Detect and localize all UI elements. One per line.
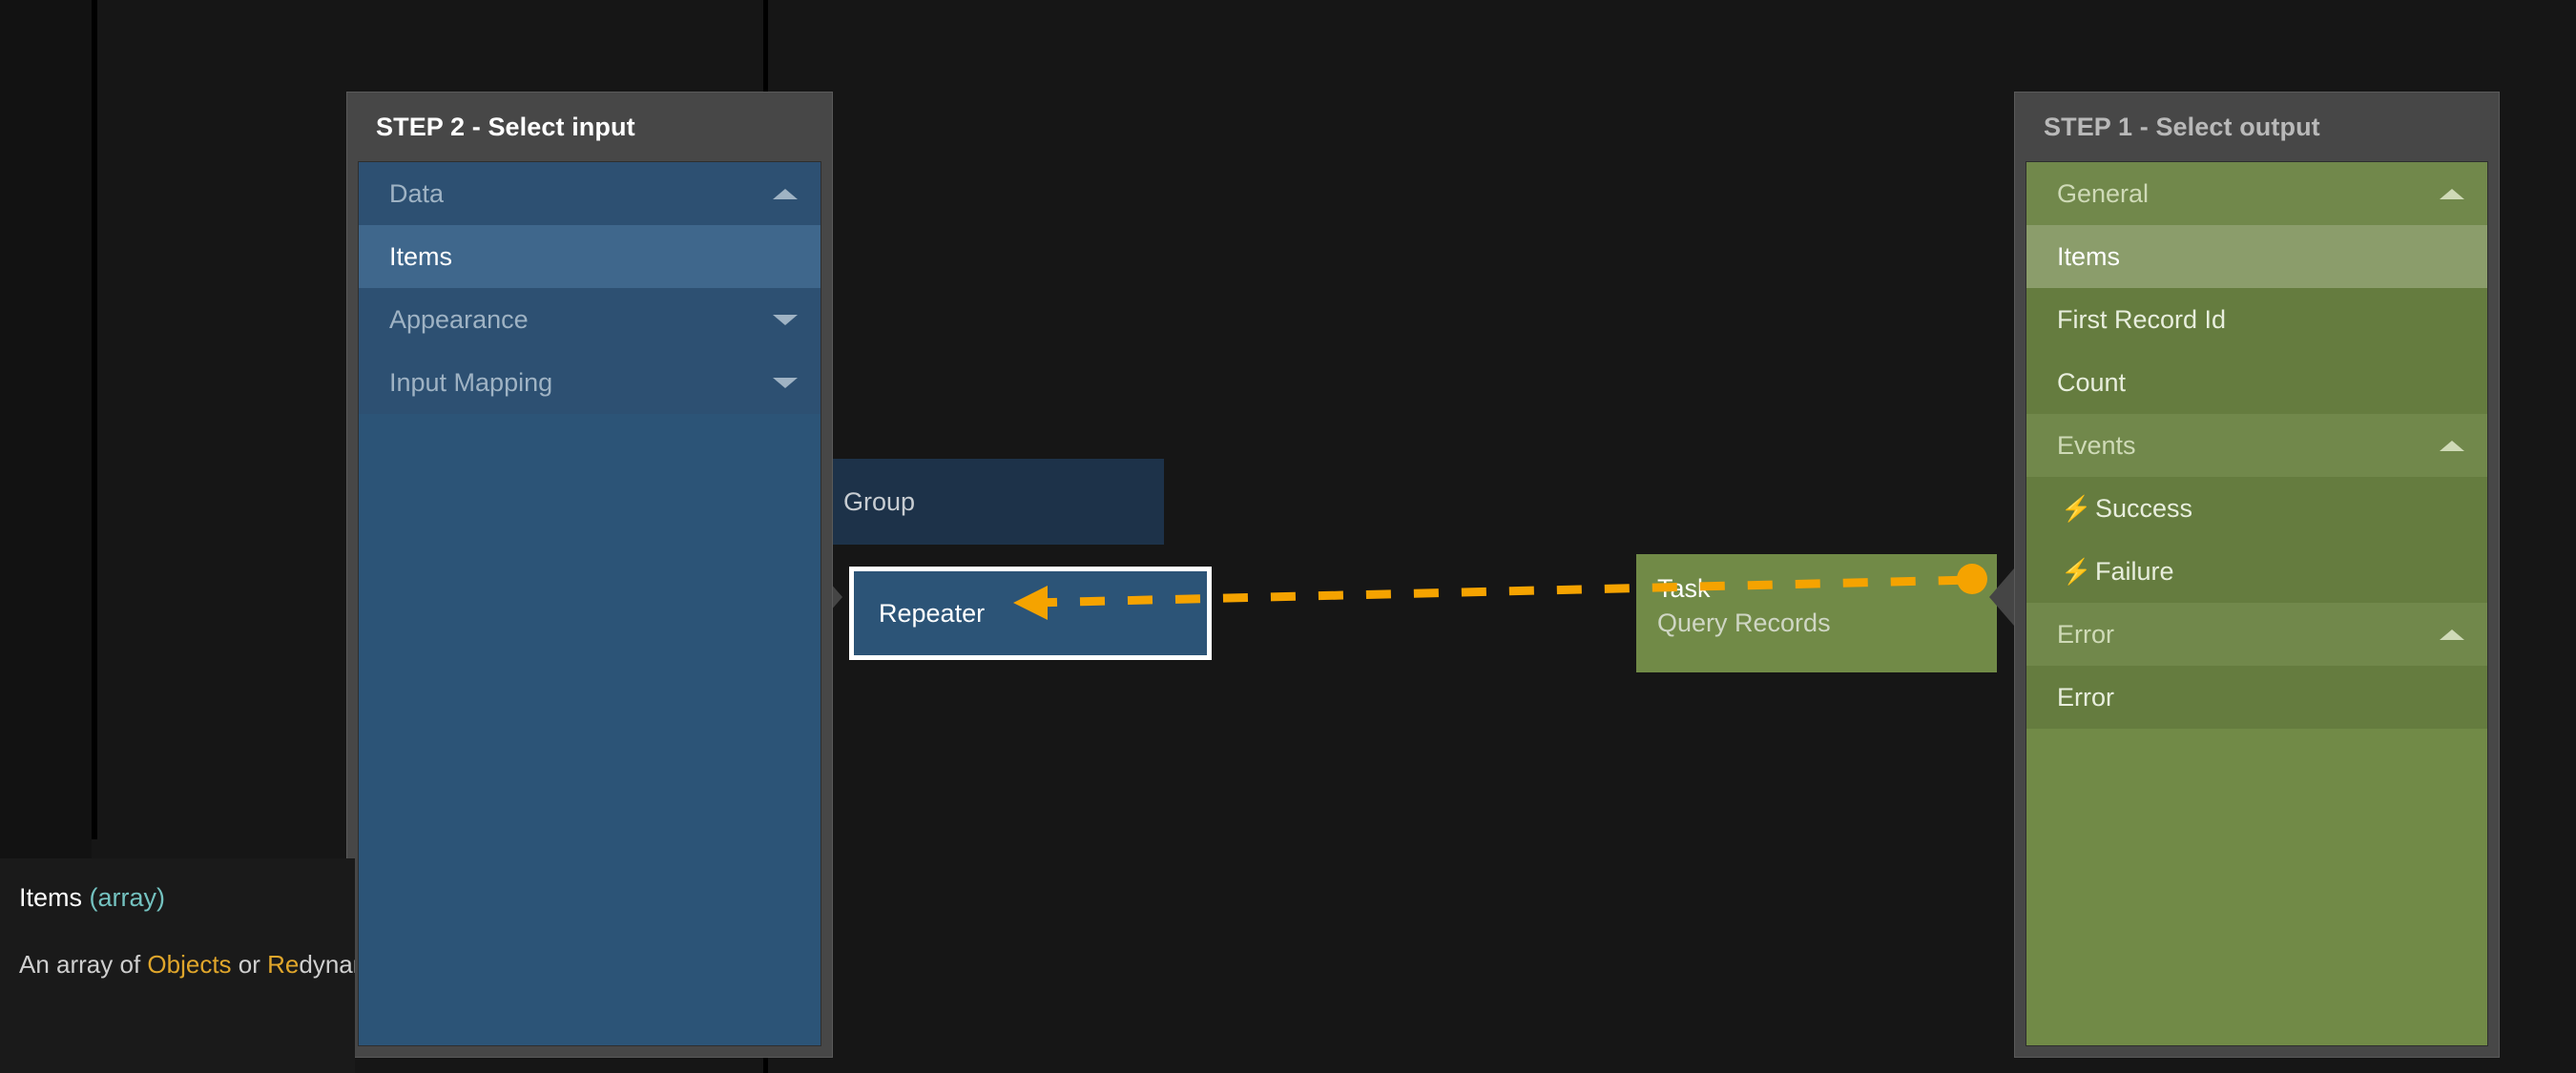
tree-item-first-record-id[interactable]: First Record Id bbox=[2026, 288, 2487, 351]
input-tree-list[interactable]: Data Items Appearance Input Mapping bbox=[358, 161, 821, 1046]
tree-group-input-mapping-label: Input Mapping bbox=[389, 367, 553, 397]
tooltip-body: An array of Objects or Redynamically cre… bbox=[19, 944, 355, 984]
tree-item-failure-label: Failure bbox=[2095, 556, 2174, 586]
tree-item-success[interactable]: ⚡ Success bbox=[2026, 477, 2487, 540]
tree-item-failure[interactable]: ⚡ Failure bbox=[2026, 540, 2487, 603]
caret-up-icon[interactable] bbox=[2440, 441, 2464, 451]
tree-group-events-label: Events bbox=[2057, 430, 2136, 460]
tooltip-title-row: Items (array) bbox=[19, 879, 355, 916]
bolt-icon: ⚡ bbox=[2061, 557, 2092, 586]
caret-up-icon[interactable] bbox=[773, 189, 798, 199]
tree-group-error[interactable]: Error bbox=[2026, 603, 2487, 666]
tooltip-body-middle: or bbox=[231, 950, 268, 979]
tree-item-count[interactable]: Count bbox=[2026, 351, 2487, 414]
property-description-tooltip: Items (array) An array of Objects or Red… bbox=[0, 858, 355, 1073]
node-task-sublabel: Query Records bbox=[1657, 609, 1831, 637]
tree-item-error-label: Error bbox=[2057, 682, 2114, 712]
output-tree-list[interactable]: General Items First Record Id Count Even… bbox=[2025, 161, 2488, 1046]
tree-group-general-label: General bbox=[2057, 178, 2150, 208]
caret-down-icon[interactable] bbox=[773, 378, 798, 388]
tree-group-error-label: Error bbox=[2057, 619, 2114, 649]
node-group[interactable]: Group bbox=[828, 459, 1164, 545]
tooltip-type: (array) bbox=[89, 883, 166, 912]
panel-title-step1: STEP 1 - Select output bbox=[2044, 112, 2320, 141]
tree-group-general[interactable]: General bbox=[2026, 162, 2487, 225]
tooltip-title: Items bbox=[19, 883, 83, 912]
tooltip-link-objects[interactable]: Objects bbox=[147, 950, 232, 979]
select-input-panel: STEP 2 - Select input Data Items Appeara… bbox=[346, 92, 833, 1058]
node-repeater-label: Repeater bbox=[879, 598, 986, 628]
tree-item-count-label: Count bbox=[2057, 367, 2127, 397]
tree-item-items[interactable]: Items bbox=[2026, 225, 2487, 288]
tooltip-body-suffix: dynamically create comp bbox=[299, 950, 355, 979]
tree-group-appearance[interactable]: Appearance bbox=[359, 288, 821, 351]
tree-item-items[interactable]: Items bbox=[359, 225, 821, 288]
tree-group-events[interactable]: Events bbox=[2026, 414, 2487, 477]
tree-item-success-label: Success bbox=[2095, 493, 2193, 523]
caret-up-icon[interactable] bbox=[2440, 629, 2464, 640]
node-repeater[interactable]: Repeater bbox=[849, 567, 1212, 660]
node-group-label: Group bbox=[843, 487, 916, 516]
bolt-icon: ⚡ bbox=[2061, 494, 2092, 523]
tree-item-items-label: Items bbox=[389, 241, 453, 271]
tree-group-input-mapping[interactable]: Input Mapping bbox=[359, 351, 821, 414]
panel-title-step2: STEP 2 - Select input bbox=[376, 112, 635, 141]
select-output-panel: STEP 1 - Select output General Items Fir… bbox=[2014, 92, 2500, 1058]
caret-down-icon[interactable] bbox=[773, 315, 798, 325]
tooltip-body-prefix: An array of bbox=[19, 950, 148, 979]
tree-item-items-label: Items bbox=[2057, 241, 2121, 271]
node-task[interactable]: Task Query Records bbox=[1636, 554, 1997, 672]
caret-up-icon[interactable] bbox=[2440, 189, 2464, 199]
tree-group-data[interactable]: Data bbox=[359, 162, 821, 225]
canvas-divider-left bbox=[92, 0, 97, 839]
tree-item-error[interactable]: Error bbox=[2026, 666, 2487, 729]
tree-group-appearance-label: Appearance bbox=[389, 304, 529, 334]
tree-item-first-record-id-label: First Record Id bbox=[2057, 304, 2227, 334]
node-task-label: Task bbox=[1657, 574, 1711, 603]
tree-group-data-label: Data bbox=[389, 178, 445, 208]
tooltip-link-records[interactable]: Re bbox=[267, 950, 300, 979]
chevron-left-icon[interactable] bbox=[1989, 568, 2014, 626]
